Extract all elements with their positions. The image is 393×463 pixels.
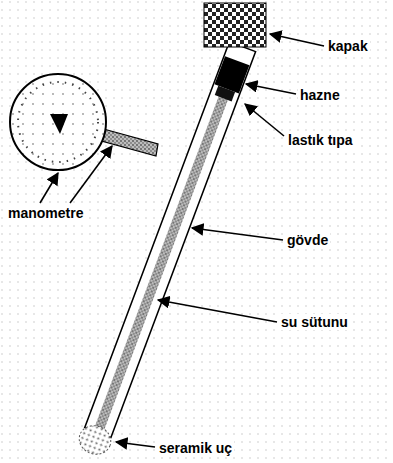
manometer: [10, 74, 106, 170]
part-label: gövde: [285, 232, 330, 248]
part-label: lastık tıpa: [286, 132, 355, 148]
part-label: hazne: [298, 87, 342, 103]
cap: [204, 3, 266, 47]
part-label: manometre: [6, 205, 85, 221]
water-column: [93, 87, 232, 435]
part-label: seramik uç: [157, 440, 234, 456]
ceramic-tip: [75, 421, 115, 458]
tube-body: [85, 42, 256, 438]
part-label: kapak: [326, 38, 370, 54]
rubber-stopper: [215, 86, 235, 102]
part-label: su sütunu: [279, 314, 350, 330]
leader-lines: [40, 34, 324, 447]
